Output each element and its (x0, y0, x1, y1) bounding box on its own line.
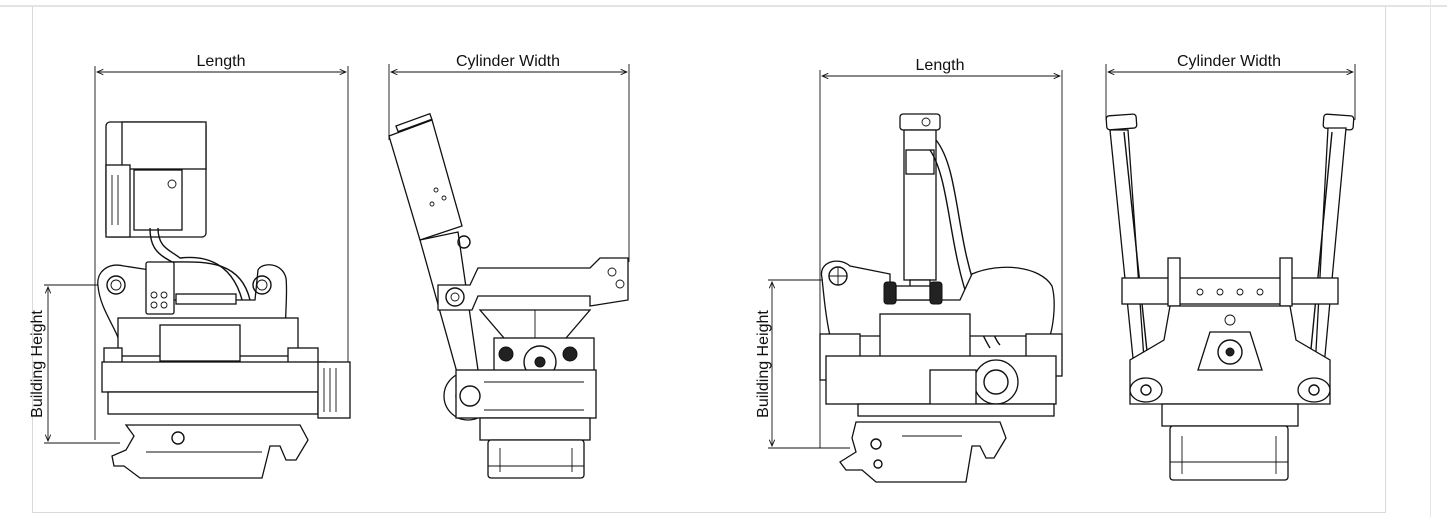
panel-front-view-tilt: Cylinder Width (1105, 53, 1356, 481)
tiltrotator-side-drawing (97, 121, 351, 479)
right-divider (1430, 0, 1431, 517)
top-divider (0, 5, 1447, 7)
width-dimension-2: Cylinder Width (1105, 53, 1356, 120)
tilt-front-drawing (1105, 113, 1355, 481)
width-dimension-1: Cylinder Width (388, 53, 630, 262)
cylinder-width-label: Cylinder Width (456, 53, 560, 70)
cylinder-width-label-2: Cylinder Width (1177, 53, 1281, 70)
tilt-side-drawing (819, 113, 1063, 483)
height-dimension-1: Building Height (29, 284, 150, 444)
building-height-label-2: Building Height (755, 310, 772, 418)
building-height-label: Building Height (29, 310, 46, 418)
length-label: Length (197, 53, 246, 70)
tiltrotator-front-drawing (388, 112, 629, 479)
drawing-frame (32, 6, 1386, 513)
length-label-2: Length (916, 57, 965, 74)
panel-front-view-rotator: Cylinder Width (388, 53, 630, 479)
panel-side-view-rotator: Length Building Height (29, 53, 351, 479)
length-dimension-2: Length (819, 57, 1063, 448)
length-dimension-1: Length (94, 53, 349, 440)
panel-side-view-tilt: Length Building Height (755, 57, 1063, 483)
